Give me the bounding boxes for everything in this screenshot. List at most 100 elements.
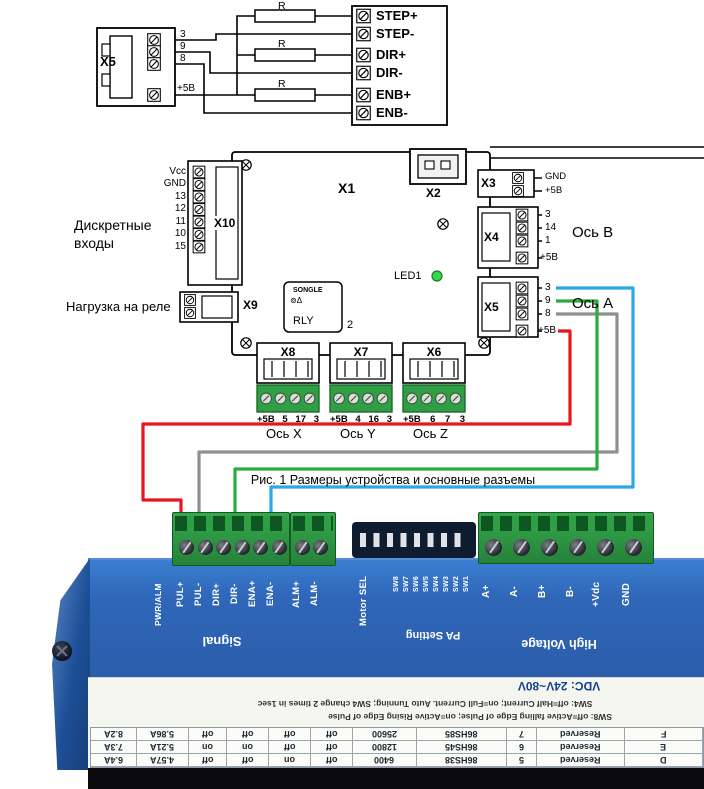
table-cell: 5.21A	[137, 741, 189, 754]
driver-screw-icon	[513, 539, 530, 556]
sw2-label: SW2	[453, 575, 460, 593]
table-cell: E	[625, 741, 703, 754]
screw-terminal-icon	[515, 324, 529, 338]
table-cell: off	[189, 728, 227, 741]
led1-label: LED1	[394, 270, 422, 282]
x3-label: X3	[481, 176, 496, 190]
screw-terminal-icon	[192, 178, 206, 191]
pin-label: +5В	[177, 83, 196, 94]
axis-x-label: Ось X	[266, 426, 302, 441]
dir-plus-label: DIR+	[211, 582, 222, 606]
terminal-label-enb-minus: ENB-	[376, 105, 408, 120]
pin-label: +5В	[403, 414, 421, 425]
screw-terminal-icon	[184, 307, 196, 319]
b-plus-label: B+	[537, 584, 548, 598]
green-screw-icon	[289, 392, 301, 405]
pin-label: 10	[174, 228, 186, 239]
pul-minus-label: PUL-	[193, 582, 204, 606]
screw-terminal-icon	[356, 47, 371, 63]
screw-terminal-icon	[356, 87, 371, 103]
terminal-slots	[481, 516, 651, 531]
pin-label: 3	[545, 282, 551, 293]
screw-terminal-icon	[147, 57, 161, 71]
screw-terminal-icon	[515, 234, 529, 248]
pin-label: 3	[386, 414, 392, 425]
pin-label: +5В	[540, 252, 559, 263]
sw4-note: SW4: off=Half Current; on=Full Current. …	[257, 699, 593, 710]
table-cell: F	[625, 728, 703, 741]
axis-z-label: Ось Z	[413, 426, 448, 441]
schematic-wiring	[175, 15, 704, 159]
green-screw-icon	[303, 392, 316, 405]
pin-label: 7	[444, 414, 451, 425]
x7-label: X7	[353, 345, 369, 359]
driver-screw-icon	[197, 540, 213, 555]
board-label: X1	[338, 180, 356, 196]
screw-terminal-icon	[147, 33, 161, 47]
alm-plus-label: ALM+	[291, 580, 302, 608]
wire-blue	[269, 286, 635, 520]
power-terminal-block	[478, 512, 654, 564]
green-screw-icon	[362, 392, 374, 405]
led1-indicator	[431, 270, 443, 282]
terminal-label-dir-minus: DIR-	[376, 65, 403, 80]
screw-terminal-icon	[192, 228, 206, 241]
screw-terminal-icon	[147, 45, 161, 59]
x4-label: X4	[484, 230, 499, 244]
relay-brand-label: SONGLE	[293, 287, 323, 294]
table-cell: 86HS38	[417, 754, 507, 767]
pin-label: +5В	[538, 325, 557, 336]
x9-label: X9	[243, 298, 258, 312]
x10-label: X10	[212, 216, 238, 230]
a-minus-label: A-	[509, 585, 520, 597]
mount-hole-icon	[240, 337, 252, 349]
screw-terminal-icon	[356, 8, 371, 24]
terminal-label-dir-plus: DIR+	[376, 47, 406, 62]
driver-screw-icon	[253, 540, 268, 555]
pin-label: 17	[295, 414, 306, 425]
axis-y-label: Ось Y	[340, 426, 376, 441]
driver-screw-icon	[234, 540, 250, 555]
vdc-rating-label: VDC: 24V~80V	[517, 679, 601, 694]
terminal-label-step-plus: STEP+	[376, 8, 418, 23]
table-cell: 12800	[353, 741, 417, 754]
input-connector-x5	[96, 27, 176, 107]
x7-pin-row: +5В 4 16 3	[330, 414, 392, 425]
vdc-plus-label: +Vdc	[591, 581, 602, 607]
pul-plus-label: PUL+	[175, 581, 186, 607]
pin-label: 5	[282, 414, 288, 425]
pin-label: 13	[174, 191, 186, 202]
table-cell: off	[311, 741, 353, 754]
pa-setting-group-label: PA Setting	[405, 629, 461, 641]
screw-terminal-icon	[192, 215, 206, 229]
pwr-alm-label: PWR/ALM	[153, 583, 163, 627]
table-cell: 86HS85	[417, 728, 507, 741]
relay-suffix: 2	[347, 319, 354, 331]
relay-load-label: Нагрузка на реле	[66, 299, 171, 314]
sw8-label: SW8	[393, 575, 400, 593]
pin-label: 3	[180, 29, 186, 40]
pin-label: 11	[175, 216, 186, 227]
table-cell: on	[227, 741, 269, 754]
table-cell: off	[227, 728, 269, 741]
pin-label: 8	[545, 308, 551, 319]
dip-switch-bank	[352, 522, 476, 558]
green-screw-icon	[420, 392, 433, 405]
screw-terminal-icon	[512, 172, 524, 184]
resistor-label: R	[278, 38, 286, 50]
pin-label: 3	[313, 414, 319, 425]
table-cell: 86HS45	[417, 741, 507, 754]
green-screw-icon	[435, 392, 447, 405]
x6-label: X6	[426, 345, 442, 359]
mount-hole-icon	[437, 218, 449, 230]
pin-label: +5В	[330, 414, 348, 425]
sw6-label: SW6	[413, 575, 420, 593]
driver-screw-icon	[597, 539, 614, 556]
terminal-slots	[175, 516, 287, 531]
green-screw-icon	[333, 392, 345, 405]
x8-pin-row: +5В 5 17 3	[257, 414, 319, 425]
motor-sel-label: Motor SEL	[358, 575, 369, 627]
a-plus-label: A+	[481, 584, 492, 598]
screw-terminal-icon	[192, 203, 206, 216]
